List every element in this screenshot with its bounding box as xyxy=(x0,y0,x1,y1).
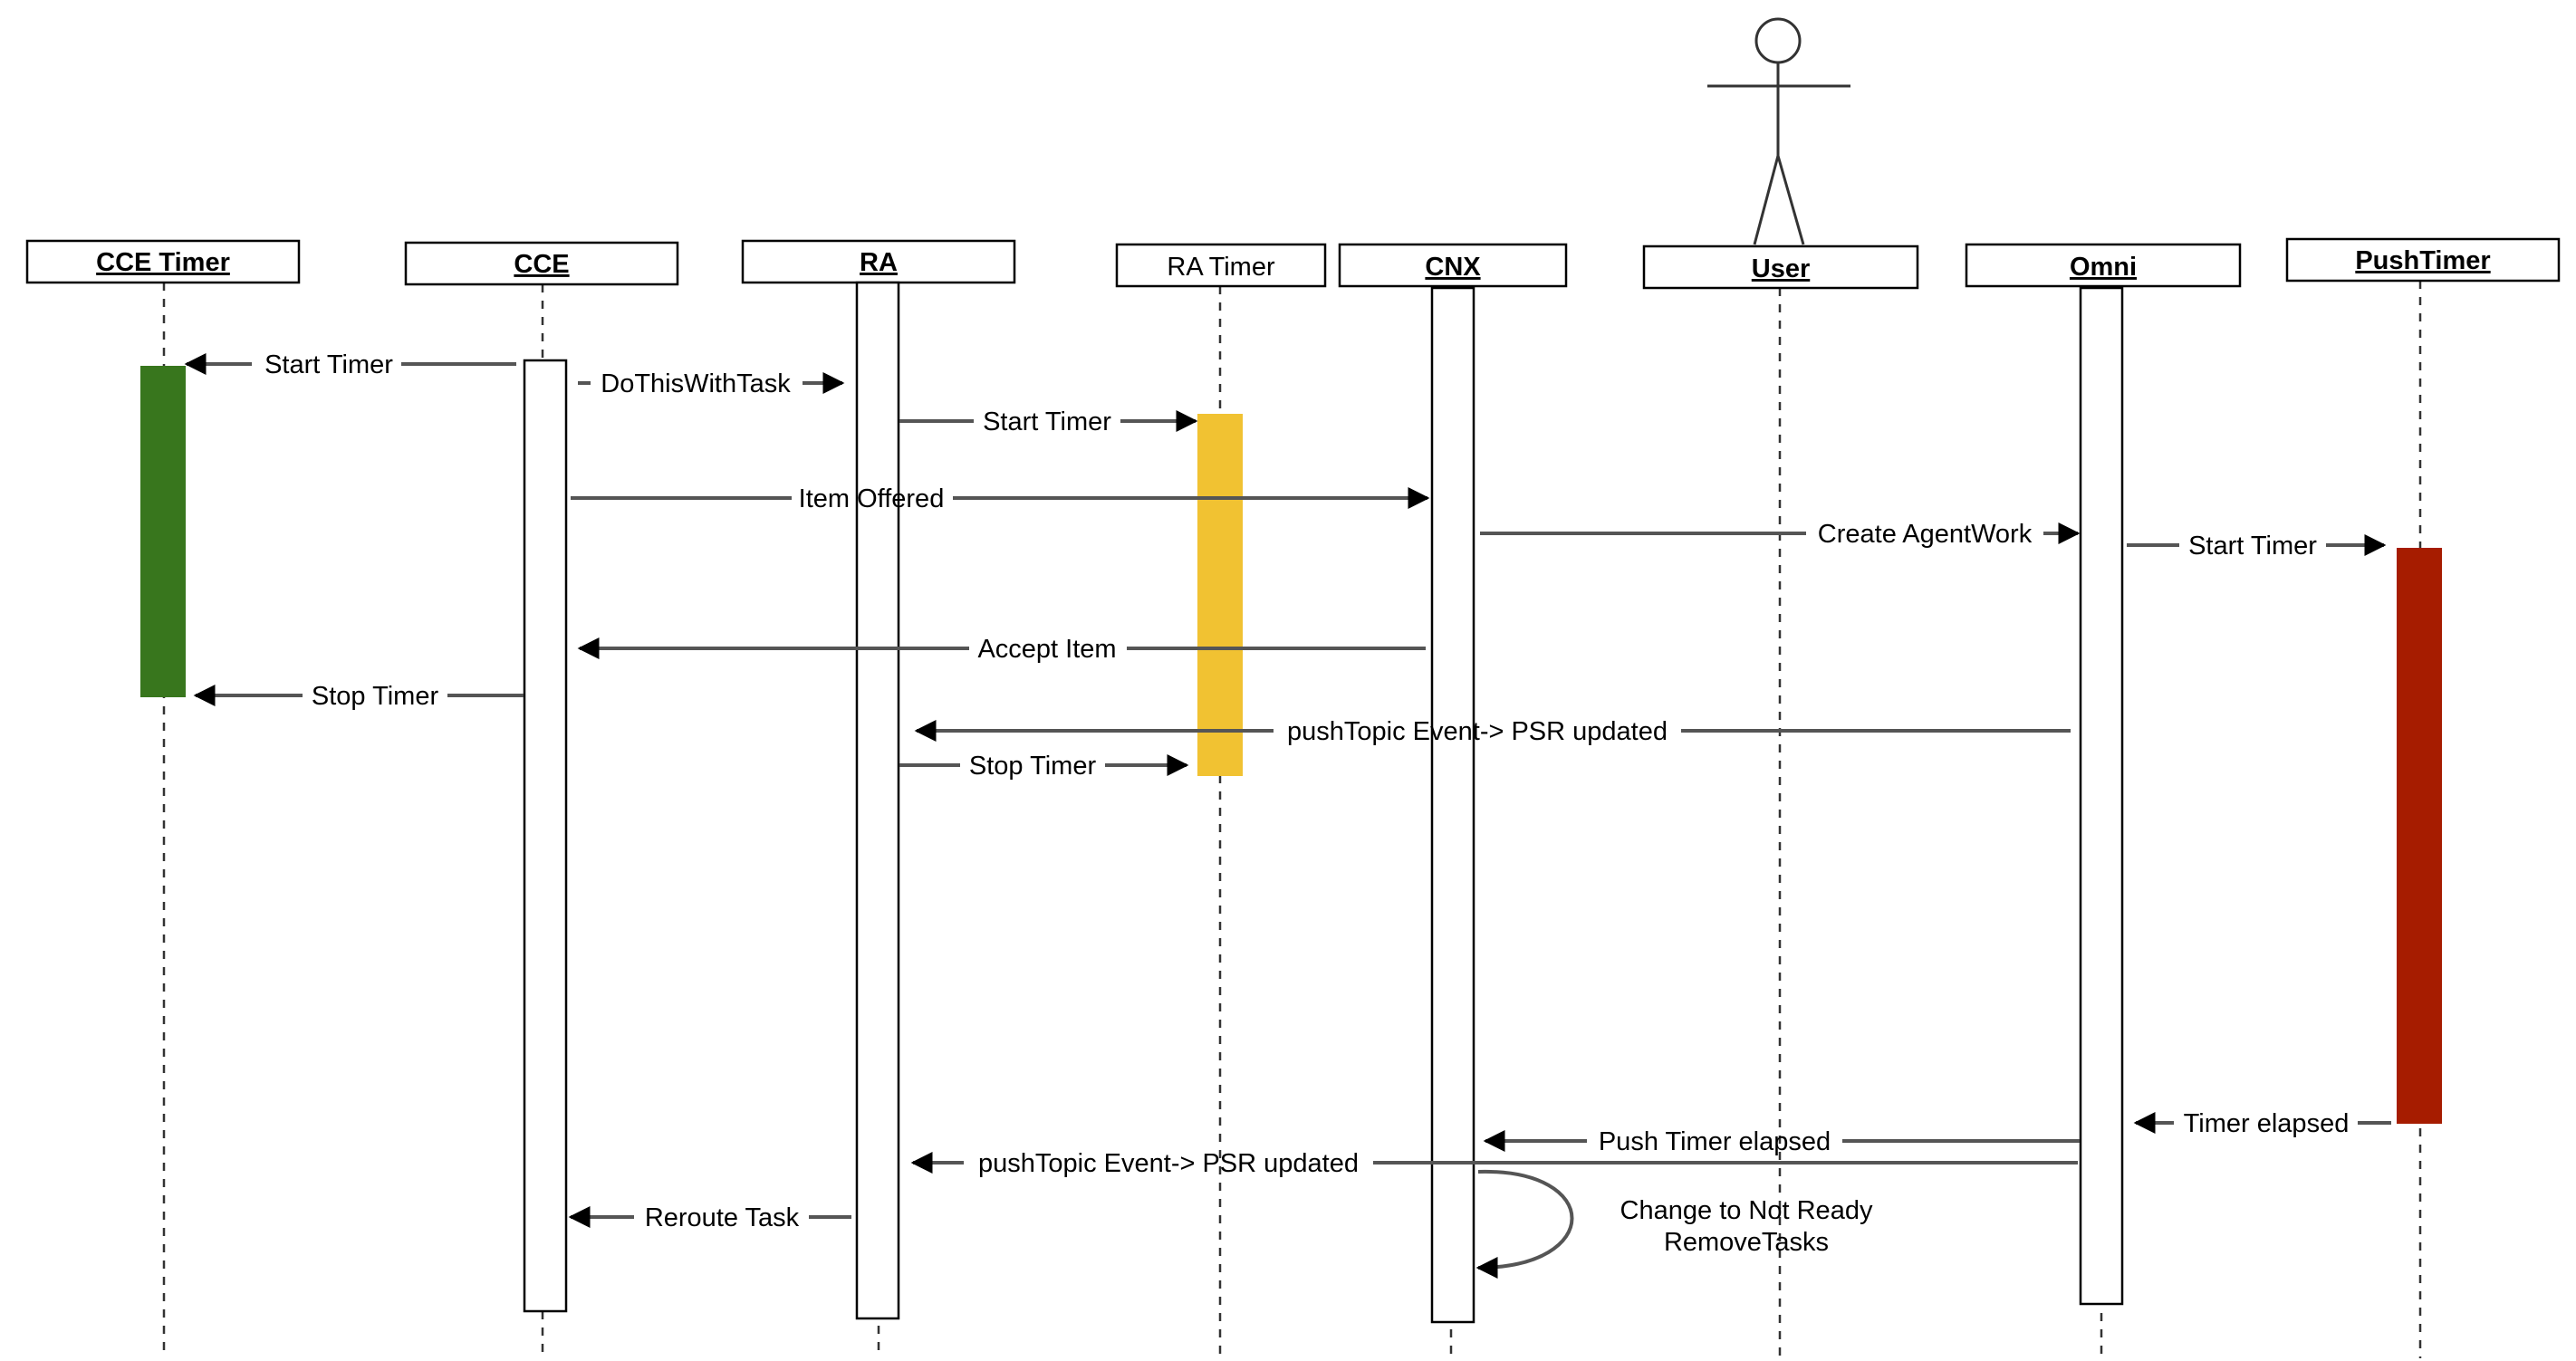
message-label: Start Timer xyxy=(2188,532,2317,561)
message-push-topic-1: pushTopic Event-> PSR updated xyxy=(914,717,2071,746)
participant-user: User xyxy=(1642,244,1919,290)
message-label: Start Timer xyxy=(983,407,1111,436)
message-label: Push Timer elapsed xyxy=(1599,1127,1831,1156)
message-label: Accept Item xyxy=(977,635,1116,664)
participant-cnx: CNX xyxy=(1338,243,1568,288)
participant-label: RA Timer xyxy=(1167,253,1275,282)
self-message-line1: Change to Not Ready xyxy=(1620,1196,1873,1225)
timer-bar-cce-timer xyxy=(140,366,186,697)
message-label: DoThisWithTask xyxy=(601,369,791,398)
message-label: Stop Timer xyxy=(969,752,1097,781)
message-create-agentwork: Create AgentWork xyxy=(1480,520,2081,549)
message-label: Stop Timer xyxy=(312,682,439,711)
message-stop-timer-ra: Stop Timer xyxy=(899,752,1189,781)
message-accept-item: Accept Item xyxy=(577,635,1426,664)
timer-bars xyxy=(140,366,2442,1124)
participant-label: CCE Timer xyxy=(96,248,230,277)
participant-headers: CCE Timer CCE RA RA Timer CNX User Omni xyxy=(25,237,2561,290)
message-label: Start Timer xyxy=(264,350,393,379)
message-timer-elapsed: Timer elapsed xyxy=(2133,1109,2391,1138)
timer-bar-push-timer xyxy=(2397,548,2442,1124)
message-label: Create AgentWork xyxy=(1818,520,2033,549)
participant-label: PushTimer xyxy=(2355,246,2490,275)
activation-cce xyxy=(523,359,568,1313)
participant-cce: CCE xyxy=(404,241,679,286)
user-actor-figure xyxy=(1707,17,1850,245)
message-do-this-with-task: DoThisWithTask xyxy=(578,369,845,398)
participant-push-timer: PushTimer xyxy=(2285,237,2561,283)
activation-bars xyxy=(523,281,2124,1324)
participant-omni: Omni xyxy=(1965,243,2242,288)
participant-ra-timer: RA Timer xyxy=(1115,243,1327,288)
participant-label: Omni xyxy=(2070,253,2137,282)
activation-omni xyxy=(2079,286,2124,1306)
message-push-topic-2: pushTopic Event-> PSR updated xyxy=(910,1149,2078,1178)
timer-bar-ra-timer xyxy=(1197,414,1243,776)
message-label: Reroute Task xyxy=(645,1203,800,1232)
participant-label: CNX xyxy=(1425,253,1481,282)
message-start-timer-push: Start Timer xyxy=(2127,532,2387,561)
message-label: Timer elapsed xyxy=(2184,1109,2350,1138)
messages: Start Timer DoThisWithTask Start Timer I… xyxy=(184,350,2391,1279)
participant-label: User xyxy=(1752,254,1811,283)
participant-label: RA xyxy=(860,248,898,277)
actor-head xyxy=(1754,17,1802,64)
message-reroute-task: Reroute Task xyxy=(568,1203,851,1232)
message-label: Item Offered xyxy=(799,484,945,513)
activation-cnx xyxy=(1430,286,1475,1324)
message-start-timer-cce: Start Timer xyxy=(184,350,516,379)
participant-ra: RA xyxy=(741,239,1016,284)
message-label: pushTopic Event-> PSR updated xyxy=(978,1149,1359,1178)
activation-ra xyxy=(855,281,900,1320)
message-stop-timer-cce: Stop Timer xyxy=(193,682,524,711)
message-start-timer-ra: Start Timer xyxy=(899,407,1198,436)
self-message-line2: RemoveTasks xyxy=(1664,1228,1829,1257)
message-item-offered: Item Offered xyxy=(571,484,1430,513)
self-message-cnx: Change to Not Ready RemoveTasks xyxy=(1475,1169,1873,1279)
message-push-timer-elapsed: Push Timer elapsed xyxy=(1483,1127,2080,1156)
participant-label: CCE xyxy=(514,250,569,279)
participant-cce-timer: CCE Timer xyxy=(25,239,301,284)
message-label: pushTopic Event-> PSR updated xyxy=(1287,717,1668,746)
